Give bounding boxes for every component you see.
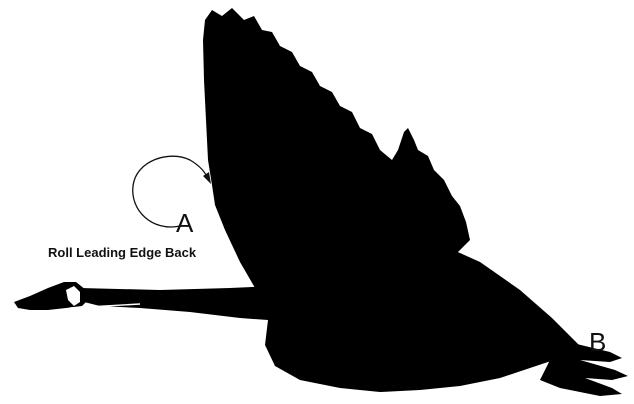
point-b-label: B xyxy=(589,329,606,355)
curved-arrow-icon xyxy=(133,156,211,227)
instruction-label: Roll Leading Edge Back xyxy=(48,246,196,259)
point-a-label: A xyxy=(176,210,193,236)
goose-neck xyxy=(80,286,290,320)
goose-body xyxy=(240,238,582,392)
